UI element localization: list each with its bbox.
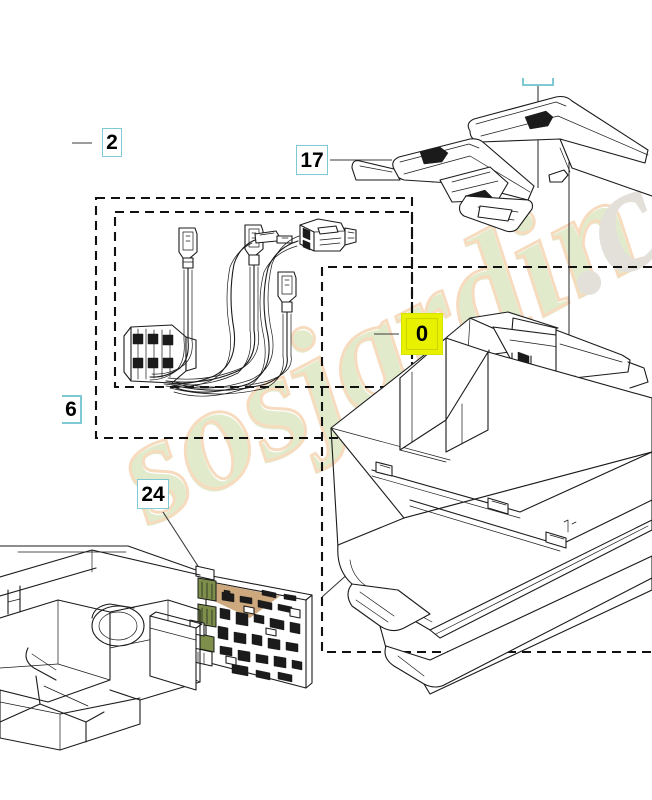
- part-24-circuit-board: [189, 565, 313, 689]
- harness-2pin-connector: [299, 218, 357, 252]
- harness-main-connector: [123, 324, 197, 384]
- board-components: [217, 589, 303, 683]
- callout-17-text: 17: [300, 148, 324, 172]
- harness-terminal-3: [277, 271, 297, 357]
- callout-2-text: 2: [106, 131, 118, 154]
- harness-cable-bundle: [149, 235, 300, 397]
- harness-terminal-inline: [254, 230, 293, 244]
- part-17-rail-brackets: [351, 95, 652, 233]
- callout-0-text: 0: [415, 321, 429, 346]
- dashed-box-assembly-region: [320, 265, 652, 654]
- callout-6-text: 6: [65, 398, 77, 421]
- lower-left-housing: [0, 545, 203, 751]
- callout-label-2[interactable]: 2: [102, 128, 122, 157]
- callout-label-6[interactable]: 6: [62, 395, 82, 424]
- callout-label-0[interactable]: 0: [401, 313, 443, 355]
- cyan-bracket-marker: [522, 78, 554, 86]
- dashed-box-harness-inner: [113, 210, 414, 389]
- board-components-light: [225, 605, 301, 666]
- callout-label-24[interactable]: 24: [137, 479, 169, 509]
- callout-label-17[interactable]: 17: [296, 145, 328, 175]
- callout-24-text: 24: [141, 482, 165, 506]
- part-0-main-chassis: [330, 311, 652, 695]
- part-6-wiring-harness: [123, 218, 357, 397]
- harness-terminal-1: [178, 227, 198, 341]
